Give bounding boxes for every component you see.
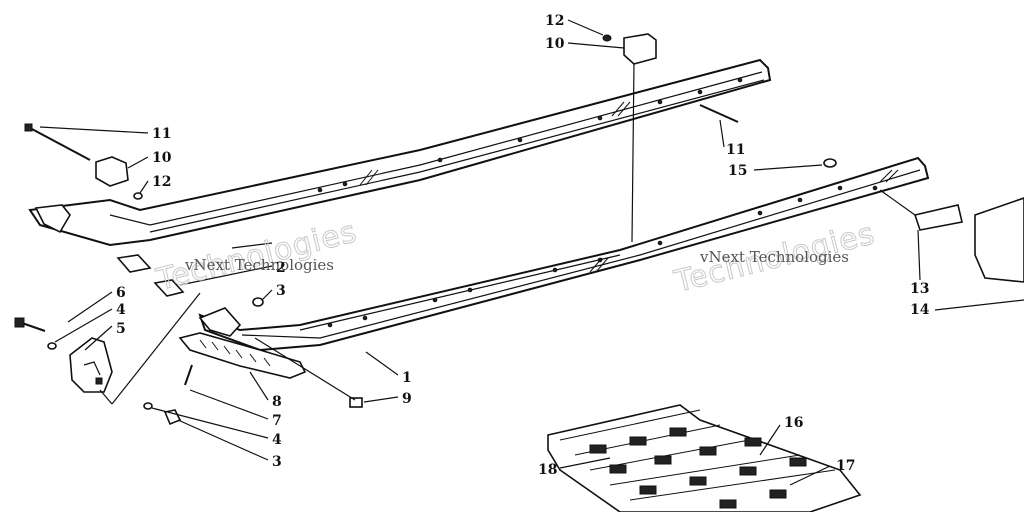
rail-holes-lower <box>327 185 878 328</box>
alignment-line <box>631 61 635 243</box>
wear-strip <box>178 332 307 379</box>
upper-slide-rail <box>28 58 772 247</box>
rear-plate <box>879 189 1024 283</box>
bolts-and-nuts <box>14 297 363 426</box>
callout-17: 17 <box>836 458 855 474</box>
front-bracket <box>69 337 113 393</box>
callout-8: 8 <box>272 394 282 410</box>
callout-12-left: 12 <box>152 174 171 190</box>
callout-15: 15 <box>728 163 747 179</box>
track-cleats <box>589 427 807 509</box>
callout-14: 14 <box>910 302 930 318</box>
callout-7: 7 <box>272 413 282 429</box>
callout-12-top: 12 <box>545 13 564 29</box>
callout-13: 13 <box>910 281 929 297</box>
callout-3-upper: 3 <box>276 283 286 299</box>
callout-9: 9 <box>402 391 412 407</box>
rail-holes-upper <box>317 77 743 193</box>
callout-3-lower: 3 <box>272 454 282 470</box>
callout-11-left: 11 <box>152 126 171 142</box>
rear-blocks <box>24 33 837 200</box>
callout-1: 1 <box>402 370 412 386</box>
callout-2: 2 <box>276 260 286 276</box>
callout-4-upper: 4 <box>116 302 126 318</box>
leader-lines <box>39 19 1024 486</box>
callout-4-lower: 4 <box>272 432 282 448</box>
callout-16: 16 <box>784 415 803 431</box>
callout-18: 18 <box>538 462 557 478</box>
watermark-vnext-1: vNext Technologies <box>184 256 334 274</box>
callout-10-top: 10 <box>545 36 565 52</box>
track-section <box>547 404 862 512</box>
watermark-vnext-2: vNext Technologies <box>699 248 849 266</box>
callout-6: 6 <box>116 285 126 301</box>
callout-5: 5 <box>116 321 126 337</box>
callout-10-left: 10 <box>152 150 172 166</box>
callout-11-right: 11 <box>726 142 745 158</box>
callout-labels: 1 2 3 3 4 4 5 6 7 8 9 10 10 11 11 12 12 … <box>116 13 930 478</box>
spacer-tubes <box>116 254 185 297</box>
